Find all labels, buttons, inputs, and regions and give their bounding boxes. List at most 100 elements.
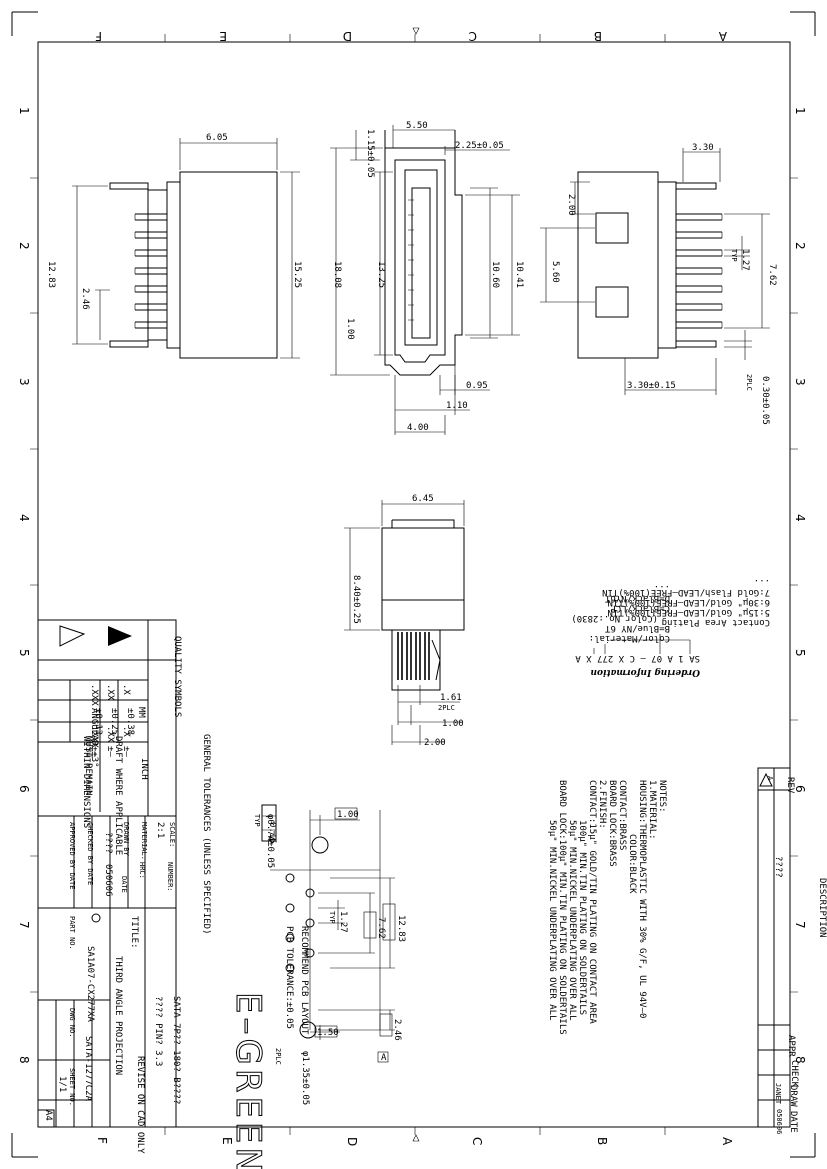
tolerances-header: GENERAL TOLERANCES (UNLESS SPECIFIED) xyxy=(201,734,211,934)
pcb-pin-hole xyxy=(285,963,295,973)
row-number-right: 1 xyxy=(793,107,807,115)
bottom-view: 6.45 8.40±0.25 1.61 2PLC 1.00 2.00 xyxy=(344,494,465,748)
sheet-label: SHEET NO. xyxy=(68,1068,76,1106)
quality-symbol-filled xyxy=(108,626,132,646)
dim-label: 0.30±0.05 xyxy=(760,376,770,425)
dim-label: 3.30 xyxy=(692,143,714,153)
pcb-dim: 1.00 xyxy=(337,810,359,820)
dim-label: 2PLC xyxy=(745,374,753,391)
rev-header: CHECK xyxy=(789,1060,799,1088)
rev-header: DATE xyxy=(788,1111,798,1133)
dim-label: 10.41 xyxy=(514,261,524,288)
part-no-value: SA1A07-CX277XA xyxy=(85,946,95,1022)
pcb-dim: 1.50 xyxy=(317,1028,339,1038)
pcb-pin-hole xyxy=(305,888,315,898)
pcb-dim: A xyxy=(265,836,275,842)
dim-label: 6.45 xyxy=(412,494,434,504)
col-letter-top: E xyxy=(219,29,227,43)
rev-header: APPR xyxy=(786,1035,796,1057)
note-line: BOARD LOCK:BRASS xyxy=(607,780,617,867)
ordering-info: Ordering Information SA 1 A 07 – C X 277… xyxy=(571,577,770,677)
title-line2: ???? PIN? 3.3 xyxy=(153,996,163,1066)
dim-label: 18.08 xyxy=(332,261,342,288)
note-line: 1.MATERIAL: xyxy=(647,780,657,840)
pcb-pin-hole xyxy=(305,948,315,958)
tol-draft: WITHIN DIMENSIONS xyxy=(81,736,91,828)
dim-label: 1.00 xyxy=(442,719,464,729)
note-line: COLOR:BLACK xyxy=(627,834,637,894)
note-line: 50μ" MIN.NICKEL UNDERPLATING OVER ALL xyxy=(547,820,557,1020)
ordering-color-line: D=Black/NY6T xyxy=(604,593,670,603)
dim-label: 15.25 xyxy=(292,261,302,288)
col-letter-bottom: A xyxy=(720,1137,734,1146)
dim-label: 1.10 xyxy=(446,401,468,411)
tol-cell: ±0.25 xyxy=(109,708,119,735)
pcb-tolerance: PCB TOLERANCE:±0.05 xyxy=(284,926,294,1029)
pcb-lock-hole xyxy=(299,1021,317,1039)
dim-label: 4.00 xyxy=(407,423,429,433)
dim-label: 12.83 xyxy=(46,261,56,288)
right-view: 3.30 2.00 5.60 1.27 TYP 7.62 0.30±0.05 2… xyxy=(540,143,777,425)
dim-label: 1.15±0.05 xyxy=(365,129,375,178)
note-line: HOUSING:THERMOPLASTIC WITH 30% G/F, UL 9… xyxy=(637,780,647,1018)
col-letter-top: B xyxy=(594,29,602,43)
dim-label: 0.95 xyxy=(466,381,488,391)
dim-label: TYP xyxy=(730,249,738,262)
dim-label: 1.61 xyxy=(440,693,462,703)
revision-block: REV DESCRIPTION APPR CHECK DRAW DATE A ?… xyxy=(757,767,827,1134)
approved-label: APPROVED BY DATE xyxy=(68,822,76,889)
ordering-title: Ordering Information xyxy=(590,667,700,677)
notes: NOTES: 1.MATERIAL: HOUSING:THERMOPLASTIC… xyxy=(547,780,667,1035)
tol-cell: .XXX xyxy=(89,684,99,706)
scale-label: SCALE: xyxy=(168,822,176,847)
dim-label: 1.00 xyxy=(345,318,355,340)
front-view: 6.05 12.83 2.46 15.25 xyxy=(46,133,302,359)
row-number-right: 4 xyxy=(793,514,807,522)
tol-cell: ±– xyxy=(121,746,131,757)
pcb-dim: 0.15 xyxy=(267,822,277,844)
title-block: QUALITY SYMBOLS GENERAL TOLERANCES (UNLE… xyxy=(37,619,269,1169)
hrc-label: HRC: xyxy=(138,862,146,879)
row-number-right: 7 xyxy=(793,921,807,929)
pcb-pin-hole xyxy=(305,918,315,928)
number-label: NUMBER: xyxy=(166,862,174,892)
dim-label: 2.25±0.05 xyxy=(455,141,504,151)
sheet-border xyxy=(11,11,816,1158)
tol-inch-label: INCH xyxy=(139,758,149,780)
row-numbers: 1 2 3 4 5 6 7 8 1 2 3 4 5 6 7 8 xyxy=(17,107,807,1064)
date-label: DATE xyxy=(120,876,128,893)
sheet-size: A4 xyxy=(43,1110,53,1121)
pcb-dim: TYP xyxy=(253,814,261,827)
tol-angular: ANGULAR ±3° xyxy=(89,708,99,768)
pcb-datum: A xyxy=(381,1053,387,1063)
col-letter-top: D xyxy=(343,29,352,43)
rev-header: REV xyxy=(785,777,795,794)
tol-cell: .XX xyxy=(105,684,115,701)
rev-row-value: 050606 xyxy=(775,1109,783,1134)
ordering-color-line: C=Black/LCP xyxy=(610,603,670,613)
drawn-label: DRAWN BY xyxy=(122,822,130,857)
side-view: 5.50 2.25±0.05 1.15±0.05 18.08 13.25 1.0… xyxy=(330,121,524,435)
dim-label: 5.60 xyxy=(550,261,560,283)
rev-header: DRAW xyxy=(788,1085,798,1107)
col-letter-top: F xyxy=(95,29,102,43)
tol-cell: .X xyxy=(121,684,131,695)
column-letters: F E D C B A F E D C B A xyxy=(95,29,734,1146)
material-label: MATERIAL: xyxy=(140,822,148,860)
dim-label: 10.60 xyxy=(490,261,500,288)
tol-cell: ±0.38 xyxy=(125,708,135,735)
scale-value: 2:1 xyxy=(155,822,165,838)
pcb-lock-hole xyxy=(311,836,329,854)
note-line: 2.FINISH: xyxy=(597,780,607,829)
pcb-pin-hole xyxy=(285,933,295,943)
projection-label: THIRD ANGLE PROJECTION xyxy=(113,956,123,1075)
col-letter-bottom: D xyxy=(345,1137,359,1146)
dim-label: 2.46 xyxy=(80,288,90,310)
row-number-left: 4 xyxy=(17,514,31,522)
row-number-right: 6 xyxy=(793,785,807,793)
row-number-right: 2 xyxy=(793,242,807,250)
tol-draft: MUST REMAIN xyxy=(83,736,93,796)
ordering-contact-line: 7:Gold Flash/LEAD–FREE(100%)TIN xyxy=(602,587,770,597)
ordering-color-line: ... xyxy=(654,583,670,593)
